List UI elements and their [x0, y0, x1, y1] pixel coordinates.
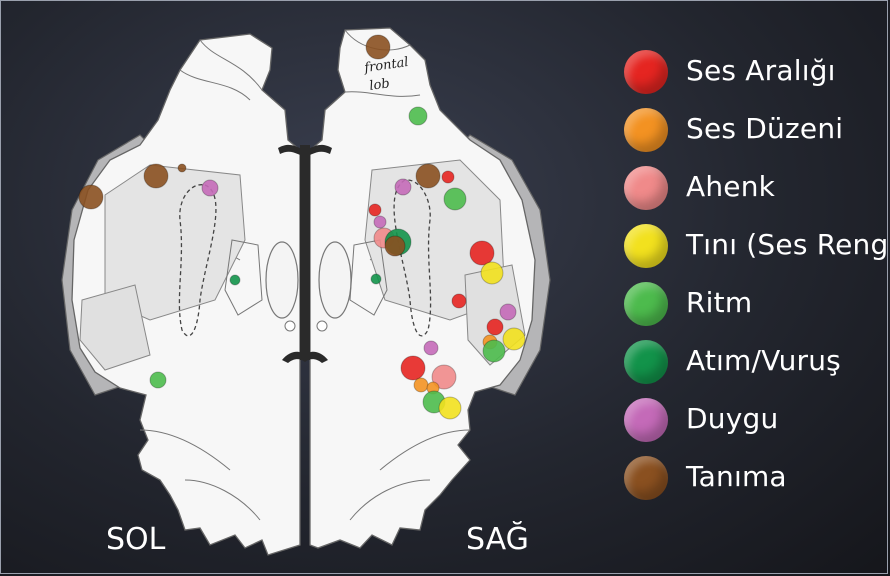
legend-label: Tını (Ses Rengi)	[686, 228, 890, 261]
left-side-label: SOL	[106, 522, 165, 557]
midline	[300, 145, 310, 360]
legend-label: Duygu	[686, 402, 778, 435]
activation-spot	[401, 356, 425, 380]
legend-swatch	[624, 50, 668, 94]
legend-label: Ritm	[686, 286, 752, 319]
activation-spot	[424, 341, 438, 355]
activation-spot	[230, 275, 240, 285]
activation-spot	[371, 274, 381, 284]
activation-spot	[79, 185, 103, 209]
activation-spot	[442, 171, 454, 183]
legend-label: Ahenk	[686, 170, 775, 203]
activation-spot	[500, 304, 516, 320]
legend-swatch	[624, 282, 668, 326]
legend-label: Ses Düzeni	[686, 112, 843, 145]
legend-swatch	[624, 166, 668, 210]
legend-label: Tanıma	[686, 460, 787, 493]
legend-swatch	[624, 224, 668, 268]
legend-swatch	[624, 456, 668, 500]
activation-spot	[150, 372, 166, 388]
activation-spot	[395, 179, 411, 195]
activation-spot	[202, 180, 218, 196]
activation-spot	[487, 319, 503, 335]
activation-spot	[385, 236, 405, 256]
legend-label: Atım/Vuruş	[686, 344, 841, 377]
activation-spot	[439, 397, 461, 419]
right-small-nucleus	[317, 321, 327, 331]
activation-spot	[483, 340, 505, 362]
activation-spot	[470, 241, 494, 265]
activation-spot	[481, 262, 503, 284]
activation-spot	[503, 328, 525, 350]
activation-spot	[366, 35, 390, 59]
activation-spot	[414, 378, 428, 392]
brain-diagram: frontal lob	[0, 0, 600, 576]
legend-swatch	[624, 340, 668, 384]
legend-swatch	[624, 398, 668, 442]
left-ventricle	[266, 242, 298, 318]
legend-swatch	[624, 108, 668, 152]
annotation-lob: lob	[368, 76, 390, 94]
activation-spot	[409, 107, 427, 125]
activation-spot	[144, 164, 168, 188]
activation-spot	[416, 164, 440, 188]
legend-label: Ses Aralığı	[686, 54, 836, 87]
activation-spot	[374, 216, 386, 228]
activation-spot	[452, 294, 466, 308]
activation-spot	[178, 164, 186, 172]
right-ventricle	[319, 242, 351, 318]
left-small-nucleus	[285, 321, 295, 331]
activation-spot	[369, 204, 381, 216]
activation-spot	[444, 188, 466, 210]
right-side-label: SAĞ	[466, 522, 529, 557]
